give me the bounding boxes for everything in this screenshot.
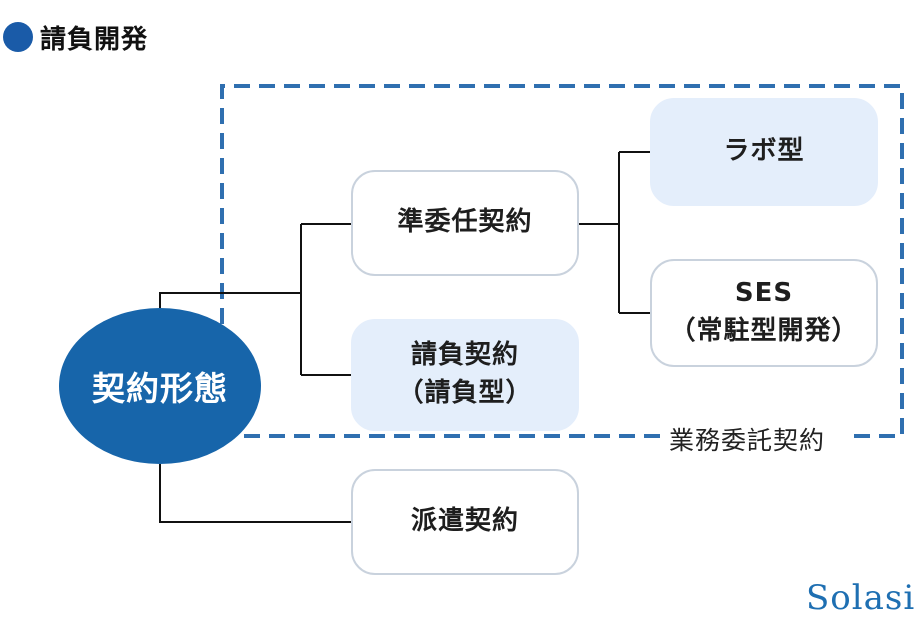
contract-form-circle: 契約形態	[59, 308, 261, 464]
connector-circle-upper	[159, 292, 301, 308]
ukeoi-contract-line1: 請負契約	[410, 340, 519, 371]
labo-type-label: ラボ型	[723, 136, 805, 167]
haken-contract-box: 派遣契約	[351, 469, 579, 575]
ses-box: SES （常駐型開発）	[650, 259, 878, 367]
ukeoi-contract-box: 請負契約 （請負型）	[351, 319, 579, 431]
page-title: 請負開発	[40, 25, 149, 55]
connector-circle-lower	[159, 464, 351, 523]
brand-logo: Solasi	[806, 578, 916, 618]
labo-type-box: ラボ型	[650, 98, 878, 206]
ukeoi-contract-line2: （請負型）	[397, 378, 533, 408]
contract-form-label: 契約形態	[92, 369, 228, 408]
group-border	[220, 84, 904, 438]
ses-label-line2: （常駐型開発）	[669, 316, 859, 346]
group-label: 業務委託契約	[663, 421, 832, 457]
header-bullet-icon	[3, 22, 33, 52]
haken-contract-label: 派遣契約	[410, 506, 519, 537]
junin-contract-box: 準委任契約	[351, 170, 579, 276]
ses-label-line1: SES	[734, 278, 794, 309]
junin-contract-label: 準委任契約	[397, 207, 533, 238]
